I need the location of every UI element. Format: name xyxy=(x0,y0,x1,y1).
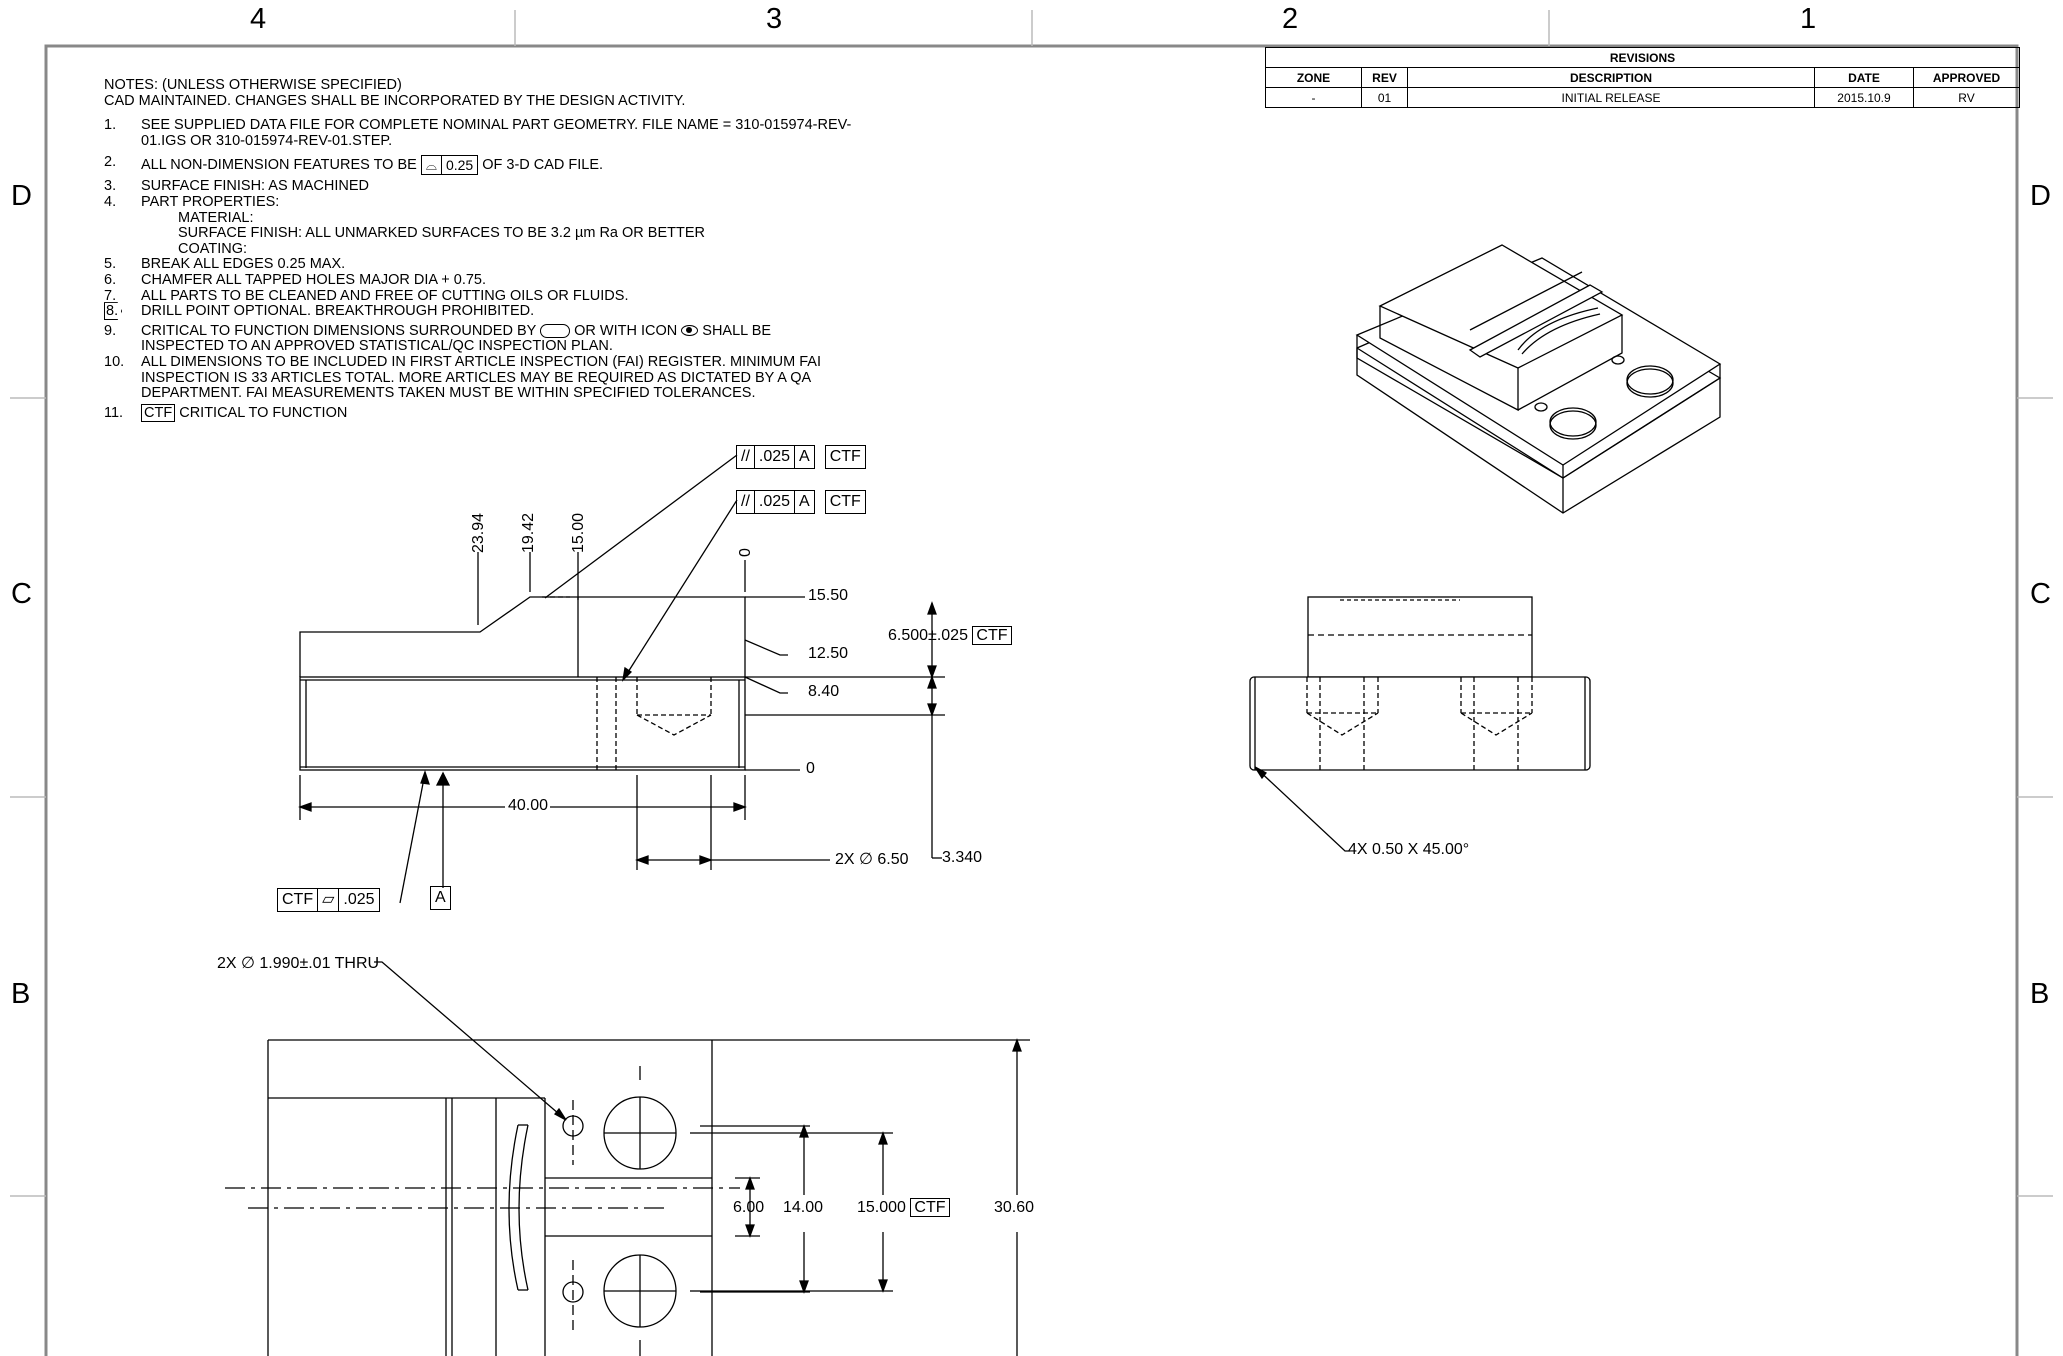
rev-description: INITIAL RELEASE xyxy=(1407,87,1815,108)
rev-col-zone: ZONE xyxy=(1265,67,1362,88)
revisions-title: REVISIONS xyxy=(1265,47,2020,68)
feature-control-frame-2: // .025 A CTF xyxy=(736,490,866,514)
dim-15-50: 15.50 xyxy=(808,587,849,604)
note-4-surface: SURFACE FINISH: ALL UNMARKED SURFACES TO… xyxy=(178,225,705,242)
dim-6-500: 6.500±.025 CTF xyxy=(888,626,1012,645)
note-4: 4.PART PROPERTIES: xyxy=(104,193,280,210)
zone-row-d-right: D xyxy=(2030,180,2051,212)
zone-col-4: 4 xyxy=(250,3,267,35)
note-6: 6.CHAMFER ALL TAPPED HOLES MAJOR DIA + 0… xyxy=(104,271,487,288)
zone-row-c-right: C xyxy=(2030,578,2051,610)
revision-row: - 01 INITIAL RELEASE 2015.10.9 RV xyxy=(1265,87,2020,108)
ctf-box: CTF xyxy=(141,403,176,422)
notes-cad-maintained: CAD MAINTAINED. CHANGES SHALL BE INCORPO… xyxy=(104,92,686,109)
dim-0: 0 xyxy=(806,760,815,777)
datum-a-box: A xyxy=(430,886,451,910)
zone-row-c-left: C xyxy=(11,578,32,610)
dim-19-42: 19.42 xyxy=(520,512,537,553)
note-7: 7.ALL PARTS TO BE CLEANED AND FREE OF CU… xyxy=(104,287,629,304)
dim-0-top: 0 xyxy=(737,548,754,557)
rev-number: 01 xyxy=(1361,87,1408,108)
dim-8-40: 8.40 xyxy=(808,683,840,700)
zone-row-b-left: B xyxy=(11,978,31,1010)
note-4-coating: COATING: xyxy=(178,240,248,257)
flag-note-8: 8. xyxy=(104,302,123,321)
note-1: 1.SEE SUPPLIED DATA FILE FOR COMPLETE NO… xyxy=(104,117,852,149)
rev-zone: - xyxy=(1265,87,1362,108)
zone-row-b-right: B xyxy=(2030,978,2050,1010)
note-4-material: MATERIAL: xyxy=(178,209,254,226)
feature-control-frame-1: // .025 A CTF xyxy=(736,445,866,469)
dim-2x-dia-6-50: 2X ∅ 6.50 xyxy=(835,851,909,868)
dim-12-50: 12.50 xyxy=(808,645,849,662)
note-8: 8.DRILL POINT OPTIONAL. BREAKTHROUGH PRO… xyxy=(104,302,535,321)
rev-col-date: DATE xyxy=(1814,67,1914,88)
zone-col-3: 3 xyxy=(766,3,783,35)
general-notes: NOTES: (UNLESS OTHERWISE SPECIFIED) CAD … xyxy=(104,77,864,422)
zone-row-d-left: D xyxy=(11,180,32,212)
parallelism-icon: // xyxy=(736,445,755,469)
rev-date: 2015.10.9 xyxy=(1814,87,1914,108)
ctf-oval-icon xyxy=(540,323,571,338)
feature-control-frame-3: CTF ▱ .025 xyxy=(277,888,380,912)
zone-col-2: 2 xyxy=(1282,3,1299,35)
isometric-view xyxy=(1355,244,1722,514)
top-view xyxy=(225,961,1030,1356)
zone-col-1: 1 xyxy=(1800,3,1817,35)
flatness-icon: ▱ xyxy=(318,888,340,912)
rev-col-description: DESCRIPTION xyxy=(1407,67,1815,88)
note-11: 11.CTF CRITICAL TO FUNCTION xyxy=(104,403,348,422)
dim-23-94: 23.94 xyxy=(470,512,487,553)
parallelism-icon: // xyxy=(736,490,755,514)
dim-15-000: 15.000 CTF xyxy=(857,1198,950,1217)
dim-3-340: 3.340 xyxy=(942,849,983,866)
note-3: 3.SURFACE FINISH: AS MACHINED xyxy=(104,178,370,195)
note-2: 2.ALL NON-DIMENSION FEATURES TO BE ⌓0.25… xyxy=(104,154,604,176)
holes-callout: 2X ∅ 1.990±.01 THRU xyxy=(217,955,380,972)
dim-6-00: 6.00 xyxy=(733,1199,765,1216)
note-9: 9.CRITICAL TO FUNCTION DIMENSIONS SURROU… xyxy=(104,322,772,339)
dim-30-60: 30.60 xyxy=(994,1199,1035,1216)
dim-14-00: 14.00 xyxy=(783,1199,824,1216)
chamfer-callout: 4X 0.50 X 45.00° xyxy=(1348,841,1470,858)
note-9-line2: INSPECTED TO AN APPROVED STATISTICAL/QC … xyxy=(141,338,613,355)
profile-tolerance-box: ⌓0.25 xyxy=(420,155,479,176)
rev-approved: RV xyxy=(1913,87,2020,108)
dim-40-00: 40.00 xyxy=(508,797,549,814)
front-view xyxy=(298,454,945,904)
dim-15-00: 15.00 xyxy=(570,512,587,553)
eye-icon xyxy=(681,325,699,337)
side-view xyxy=(1249,596,1591,852)
revisions-table: REVISIONS ZONE REV DESCRIPTION DATE APPR… xyxy=(1265,47,2020,108)
rev-col-approved: APPROVED xyxy=(1913,67,2020,88)
note-5: 5.BREAK ALL EDGES 0.25 MAX. xyxy=(104,256,346,273)
notes-header: NOTES: (UNLESS OTHERWISE SPECIFIED) xyxy=(104,77,402,93)
rev-col-rev: REV xyxy=(1361,67,1408,88)
note-10: 10.ALL DIMENSIONS TO BE INCLUDED IN FIRS… xyxy=(104,353,821,402)
